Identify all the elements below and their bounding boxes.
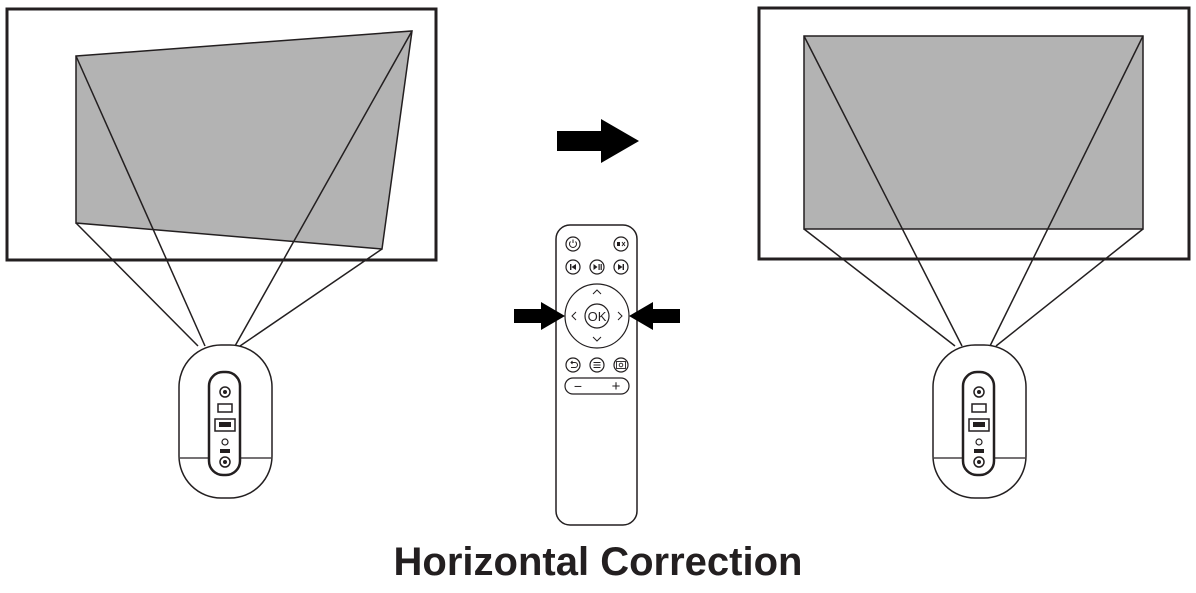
before-correction-panel	[5, 7, 438, 499]
down-icon[interactable]	[592, 336, 602, 342]
previous-icon[interactable]	[565, 259, 581, 275]
ok-button-label: OK	[588, 309, 607, 324]
projection-light-beams	[75, 30, 413, 347]
right-pointer-arrow-icon	[629, 302, 680, 330]
hdmi-port-icon	[968, 418, 990, 432]
projector-device	[178, 344, 273, 499]
power-icon[interactable]	[565, 236, 581, 252]
usb-port-icon	[217, 403, 233, 413]
hdmi-port-icon	[214, 418, 236, 432]
skewed-projection-image	[75, 30, 413, 250]
volume-rocker[interactable]: − +	[564, 377, 630, 395]
back-icon[interactable]	[565, 357, 581, 373]
corrected-projection-image	[803, 35, 1144, 230]
projector-device	[932, 344, 1027, 499]
ok-button[interactable]: OK	[584, 303, 610, 329]
diagram-caption: Horizontal Correction	[393, 540, 803, 584]
mute-icon[interactable]	[613, 236, 629, 252]
after-correction-panel	[757, 6, 1191, 499]
settings-icon[interactable]	[613, 357, 629, 373]
usb-port-icon	[971, 403, 987, 413]
right-icon[interactable]	[617, 311, 623, 321]
projection-light-beams	[803, 35, 1144, 347]
left-icon[interactable]	[571, 311, 577, 321]
volume-down-label[interactable]: −	[574, 378, 582, 394]
left-pointer-arrow-icon	[514, 302, 565, 330]
play-pause-icon[interactable]	[589, 259, 605, 275]
transition-arrow-icon	[557, 119, 639, 163]
volume-up-label[interactable]: +	[612, 378, 621, 395]
remote-control: OK − +	[514, 224, 680, 526]
menu-icon[interactable]	[589, 357, 605, 373]
next-icon[interactable]	[613, 259, 629, 275]
up-icon[interactable]	[592, 289, 602, 295]
